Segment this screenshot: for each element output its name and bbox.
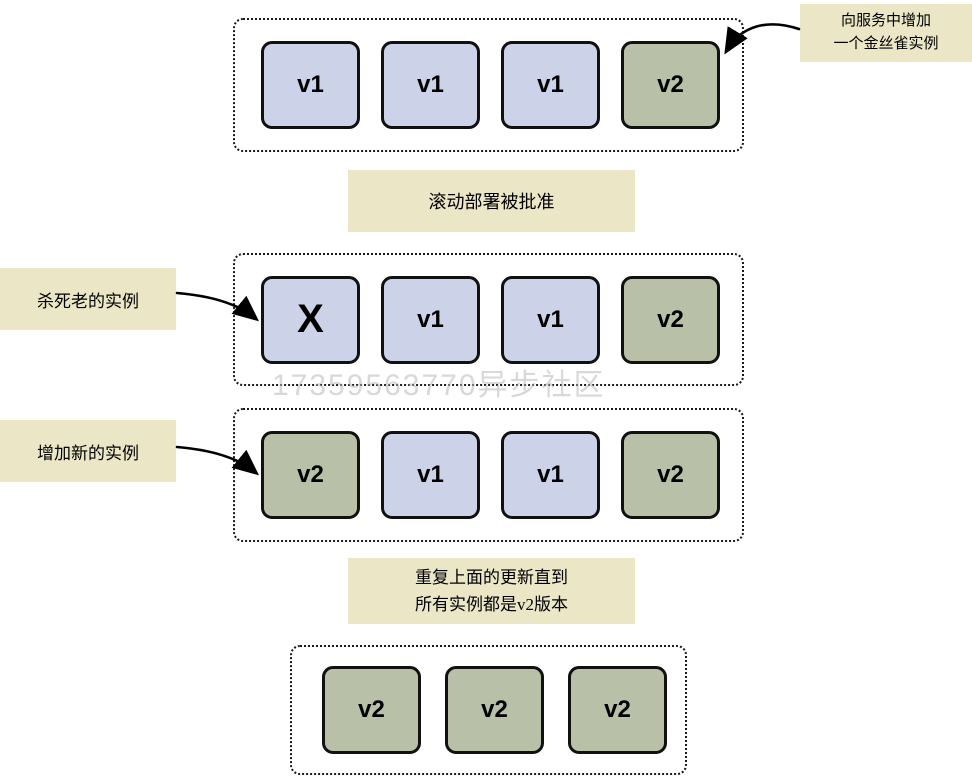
annotation-line: 一个金丝雀实例 [833, 36, 939, 52]
annotation-line: 增加新的实例 [37, 443, 139, 463]
service-group-final: v2 v2 v2 [290, 645, 687, 775]
watermark-text: 17359563770异步社区 [272, 369, 606, 402]
instance-box: v1 [381, 41, 480, 129]
instance-box-canary: v2 [621, 41, 720, 129]
instance-box-new: v2 [261, 431, 360, 519]
instance-box: v1 [501, 41, 600, 129]
annotation-line: 杀死老的实例 [37, 291, 139, 311]
instance-box: v1 [501, 431, 600, 519]
instance-box-killed: X [261, 275, 360, 364]
instance-box: v1 [501, 275, 600, 364]
annotation-line: 重复上面的更新直到 [415, 567, 568, 587]
service-group-kill-old: X v1 v1 v2 [233, 253, 744, 386]
annotation-deployment-approved: 滚动部署被批准 [348, 170, 635, 232]
annotation-line: 向服务中增加 [840, 12, 931, 29]
service-group-initial: v1 v1 v1 v2 [233, 18, 744, 152]
annotation-repeat-until-v2: 重复上面的更新直到 所有实例都是v2版本 [348, 558, 635, 624]
annotation-add-new: 增加新的实例 [0, 420, 176, 482]
instance-box: v2 [445, 666, 544, 754]
instance-box: v1 [381, 431, 480, 519]
annotation-add-canary: 向服务中增加 一个金丝雀实例 [800, 4, 972, 62]
instance-box: v2 [621, 431, 720, 519]
instance-box: v2 [621, 275, 720, 364]
annotation-line: 所有实例都是v2版本 [415, 595, 568, 614]
annotation-kill-old: 杀死老的实例 [0, 268, 176, 330]
service-group-add-new: v2 v1 v1 v2 [233, 408, 744, 542]
instance-box: v2 [568, 666, 667, 754]
instance-box: v1 [261, 41, 360, 129]
annotation-line: 滚动部署被批准 [428, 192, 555, 212]
instance-box: v2 [322, 666, 421, 754]
instance-box: v1 [381, 275, 480, 364]
